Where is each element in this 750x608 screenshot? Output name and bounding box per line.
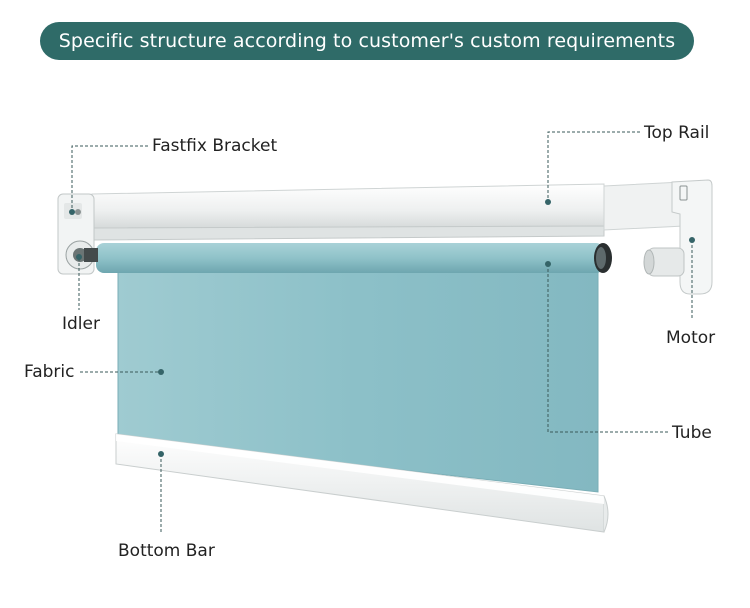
label-motor: Motor (666, 328, 716, 348)
title-banner: Specific structure according to customer… (40, 22, 694, 60)
leader-fastfix-bracket (71, 145, 148, 212)
label-top-rail: Top Rail (644, 123, 710, 143)
bottom-bar-shape (115, 433, 609, 533)
label-fabric: Fabric (24, 362, 75, 382)
banner-title: Specific structure according to customer… (58, 30, 676, 52)
dot-fabric (158, 369, 164, 375)
leader-top-rail (547, 131, 640, 202)
dot-motor (689, 237, 695, 243)
label-idler: Idler (62, 314, 100, 334)
dot-bottom-bar (158, 451, 164, 457)
top-rail-shape (91, 181, 685, 241)
dot-tube (545, 261, 551, 267)
label-bottom-bar: Bottom Bar (118, 541, 215, 561)
dot-top-rail (545, 199, 551, 205)
label-tube: Tube (672, 423, 712, 443)
leader-tube (547, 264, 668, 433)
label-fastfix-bracket: Fastfix Bracket (152, 136, 278, 156)
dot-idler (76, 254, 82, 260)
dot-fastfix-bracket (69, 209, 75, 215)
tube-shape (96, 243, 612, 273)
